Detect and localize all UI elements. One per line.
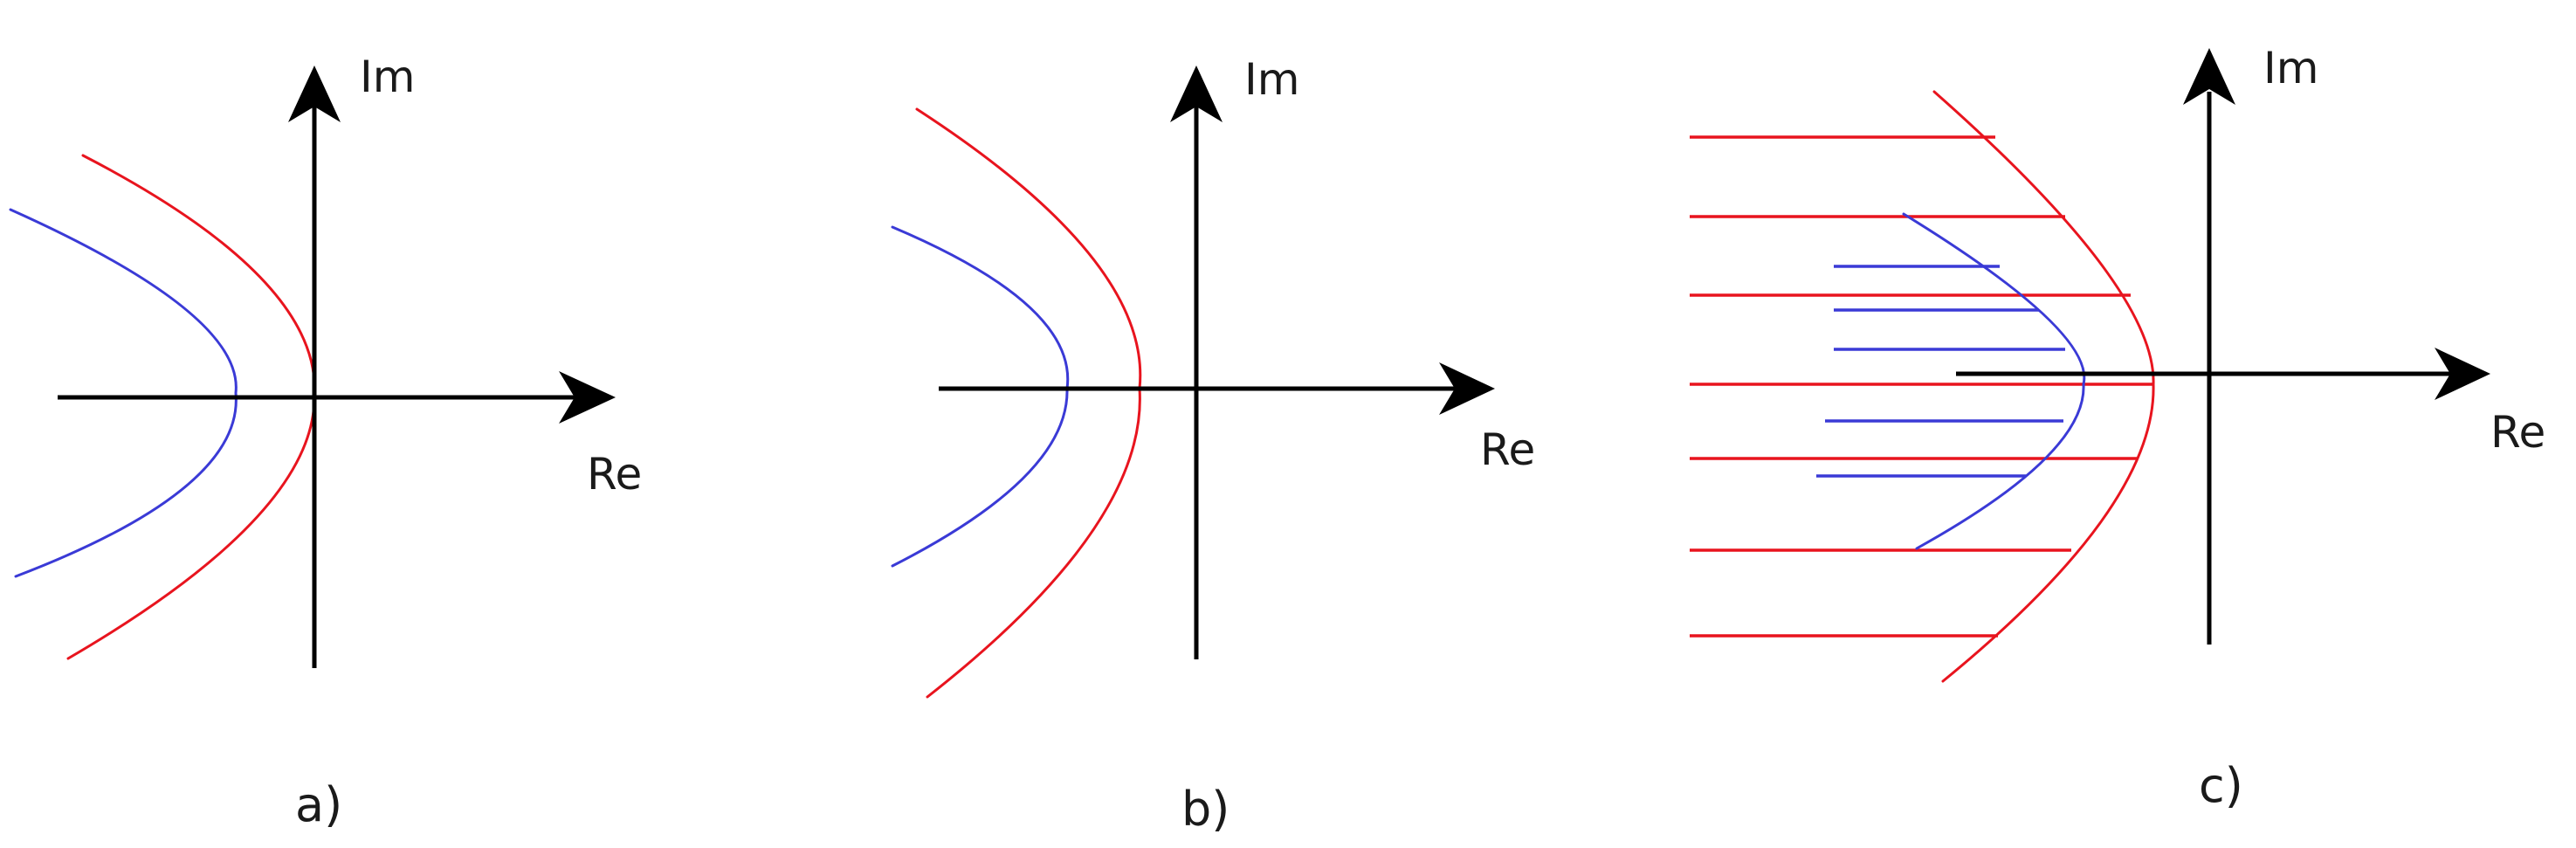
red-curve: [915, 107, 1142, 699]
im-axis-arrow: [1170, 65, 1223, 122]
im-axis-label: Im: [360, 52, 415, 102]
im-axis-label: Im: [2263, 43, 2318, 93]
panel-a: Im Re a): [9, 52, 642, 832]
re-axis-arrow: [559, 371, 616, 424]
re-axis-label: Re: [2490, 407, 2545, 458]
im-axis-label: Im: [1244, 54, 1299, 105]
im-axis-arrow: [288, 65, 341, 122]
panel-label: c): [2199, 758, 2243, 813]
blue-curve: [9, 208, 238, 578]
red-curve: [1932, 90, 2155, 683]
panel-label: b): [1181, 782, 1229, 837]
panel-c: Im Re c): [1690, 43, 2545, 813]
re-axis-arrow: [1439, 362, 1495, 415]
red-curve: [66, 154, 316, 660]
re-axis-label: Re: [1480, 424, 1535, 475]
panel-label: a): [295, 777, 342, 832]
panel-b: Im Re b): [891, 54, 1535, 837]
blue-curve: [891, 225, 1070, 568]
re-axis-arrow: [2435, 348, 2490, 400]
re-axis-label: Re: [587, 449, 642, 500]
blue-curve: [1902, 212, 2086, 550]
im-axis-arrow: [2183, 48, 2235, 105]
